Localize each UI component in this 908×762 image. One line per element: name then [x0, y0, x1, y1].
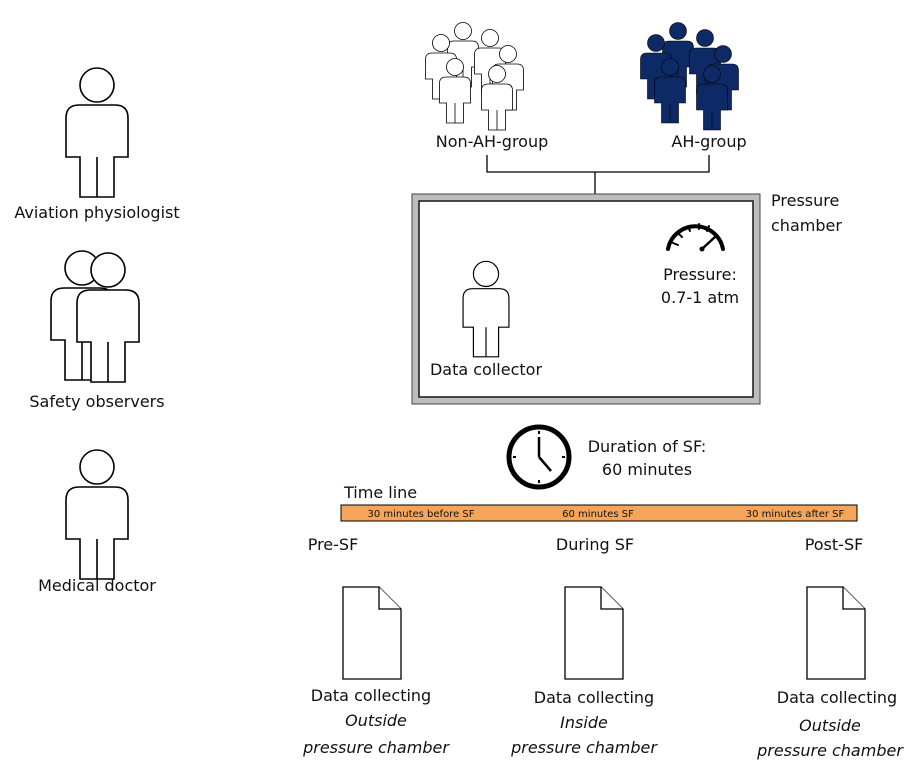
medical-doctor-label: Medical doctor	[38, 576, 156, 595]
timeline-title: Time line	[343, 483, 417, 502]
pressure-gauge-icon	[666, 223, 725, 252]
safety-observers-icon	[50, 250, 140, 383]
phase-pre-location: Outside	[345, 711, 407, 730]
pressure-label-line2: 0.7-1 atm	[661, 288, 739, 307]
phase-during-location-detail: pressure chamber	[510, 738, 658, 757]
clock-icon	[506, 424, 572, 490]
phase-post-location: Outside	[799, 716, 861, 735]
phase-during-sf-label: During SF	[556, 535, 634, 554]
ah-group-icon	[640, 22, 739, 131]
phase-pre-collecting: Data collecting	[311, 686, 431, 705]
phase-pre-location-detail: pressure chamber	[302, 738, 450, 757]
safety-observers-label: Safety observers	[29, 392, 164, 411]
timeline-bar	[340, 504, 858, 522]
ah-group-label: AH-group	[671, 132, 746, 151]
medical-doctor-icon	[65, 449, 129, 580]
group-connector	[486, 155, 710, 200]
phase-pre-sf-label: Pre-SF	[308, 535, 359, 554]
timeline-segment-during: 60 minutes SF	[562, 509, 634, 520]
aviation-physiologist-icon	[65, 67, 129, 198]
pressure-chamber-label-line1: Pressure	[771, 191, 839, 210]
phase-post-location-detail: pressure chamber	[756, 741, 904, 760]
phase-during-location: Inside	[560, 713, 608, 732]
document-icon	[564, 586, 624, 680]
phase-during-collecting: Data collecting	[534, 688, 654, 707]
phase-post-sf-label: Post-SF	[805, 535, 864, 554]
timeline-segment-pre: 30 minutes before SF	[367, 509, 474, 520]
non-ah-group-label: Non-AH-group	[436, 132, 549, 151]
pressure-label-line1: Pressure:	[663, 265, 737, 284]
non-ah-group-icon	[425, 22, 524, 131]
duration-label-line2: 60 minutes	[602, 460, 692, 479]
data-collector-label: Data collector	[430, 360, 542, 379]
phase-post-collecting: Data collecting	[777, 688, 897, 707]
pressure-chamber-label-line2: chamber	[771, 216, 842, 235]
document-icon	[342, 586, 402, 680]
timeline-segment-post: 30 minutes after SF	[746, 509, 845, 520]
duration-label-line1: Duration of SF:	[588, 437, 707, 456]
document-icon	[806, 586, 866, 680]
aviation-physiologist-label: Aviation physiologist	[14, 203, 179, 222]
